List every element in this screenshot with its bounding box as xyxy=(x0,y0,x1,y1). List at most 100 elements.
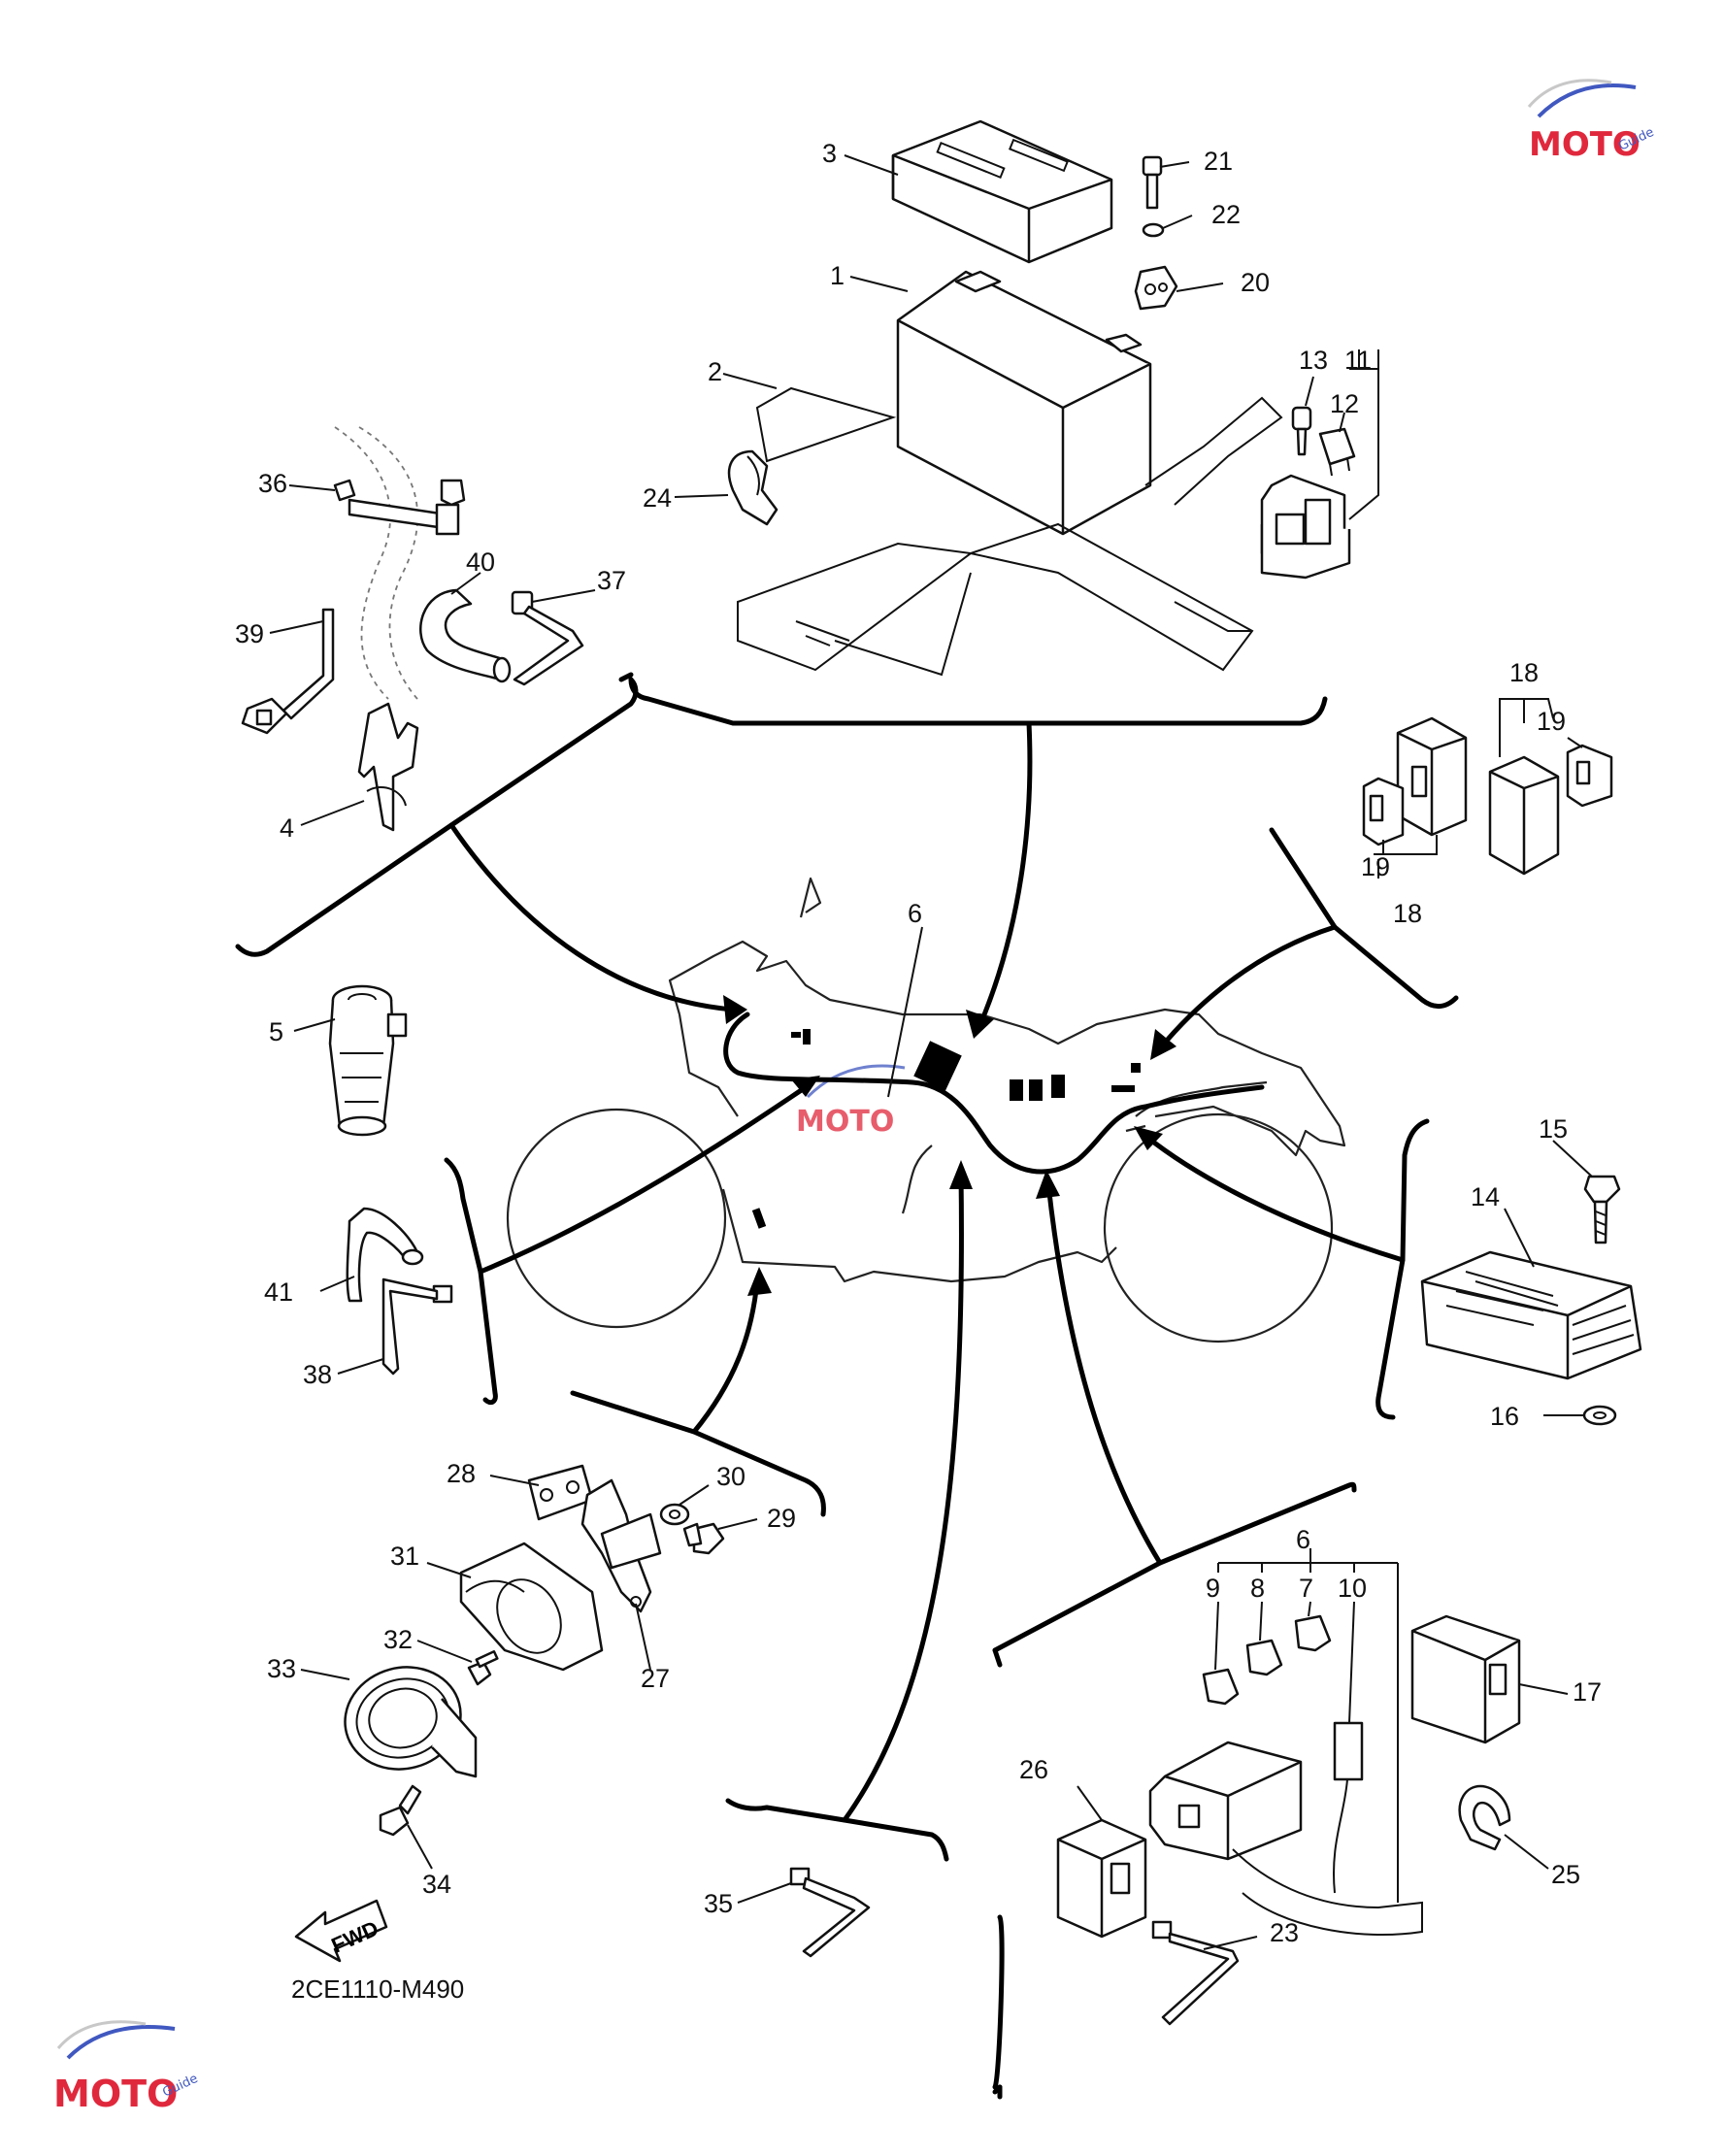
fwd-arrow: FWD xyxy=(294,1899,388,1963)
label-25: 25 xyxy=(1551,1860,1580,1889)
label-5: 5 xyxy=(269,1017,283,1046)
svg-text:MOTO: MOTO xyxy=(796,1105,894,1139)
washer-22 xyxy=(1142,222,1165,238)
cable-tie-23 xyxy=(1151,1920,1240,2026)
watermark-logo-center: MOTO xyxy=(796,1064,906,1139)
main-wire-harness xyxy=(723,1012,1265,1229)
label-20: 20 xyxy=(1241,268,1270,297)
label-19-top: 19 xyxy=(1537,707,1566,736)
label-15: 15 xyxy=(1539,1114,1568,1144)
label-11: 11 xyxy=(1344,346,1372,375)
label-1: 1 xyxy=(830,261,845,290)
label-21: 21 xyxy=(1204,147,1233,176)
rectifier-regulator-14 xyxy=(1420,1250,1642,1380)
label-8: 8 xyxy=(1250,1574,1265,1603)
label-37: 37 xyxy=(597,566,626,595)
label-12: 12 xyxy=(1330,389,1359,418)
bolt-15 xyxy=(1583,1175,1621,1244)
bolt-34 xyxy=(379,1784,422,1837)
battery-box-2 xyxy=(737,386,1283,677)
label-13: 13 xyxy=(1299,346,1328,375)
label-6-center: 6 xyxy=(908,899,922,928)
label-28: 28 xyxy=(447,1459,476,1488)
label-24: 24 xyxy=(643,483,672,513)
group-brackets xyxy=(235,672,1459,2100)
cable-band-36 xyxy=(333,479,466,536)
part-labels: 1 2 3 24 21 22 20 13 11 12 36 39 40 37 4… xyxy=(235,139,1602,2004)
fuse-12 xyxy=(1318,427,1356,477)
label-6-group: 6 xyxy=(1296,1525,1310,1554)
harness-39 xyxy=(241,608,335,735)
relay-socket-19-right xyxy=(1566,744,1613,808)
hose-40 xyxy=(419,588,512,683)
label-9: 9 xyxy=(1206,1574,1220,1603)
relay-26 xyxy=(1056,1818,1147,1939)
battery-cover-3 xyxy=(891,119,1113,264)
watermark-logo-bottom: MOTO Guide xyxy=(53,2020,200,2115)
label-7: 7 xyxy=(1299,1574,1313,1603)
label-30: 30 xyxy=(716,1462,746,1491)
terminal-clip-20 xyxy=(1134,265,1178,311)
label-2: 2 xyxy=(708,357,722,386)
label-14: 14 xyxy=(1471,1182,1500,1211)
callout-arrows xyxy=(448,720,1406,1823)
clamp-4 xyxy=(357,702,419,832)
washer-16 xyxy=(1582,1405,1617,1426)
hose-41 xyxy=(346,1207,424,1303)
fuse-9 xyxy=(1202,1668,1240,1706)
screw-32 xyxy=(467,1649,499,1686)
frame-hint-upper-left xyxy=(334,426,419,700)
bolt-29 xyxy=(682,1522,725,1555)
diagram-code: 2CE1110-M490 xyxy=(291,1974,464,2004)
label-23: 23 xyxy=(1270,1918,1299,1947)
horn-33 xyxy=(344,1666,478,1778)
label-39: 39 xyxy=(235,619,264,648)
svg-text:MOTO: MOTO xyxy=(53,2073,178,2115)
label-27: 27 xyxy=(641,1664,670,1693)
label-17: 17 xyxy=(1573,1677,1602,1707)
flasher-relay-17 xyxy=(1410,1614,1521,1744)
label-38: 38 xyxy=(303,1360,332,1389)
fuse-box-6 xyxy=(1148,1741,1423,1937)
bolt-13 xyxy=(1291,406,1312,456)
label-4: 4 xyxy=(280,813,294,843)
leader-lines xyxy=(269,154,1593,1950)
label-36: 36 xyxy=(258,469,287,498)
cable-tie-35 xyxy=(789,1867,871,1958)
label-18-bottom: 18 xyxy=(1393,899,1422,928)
label-33: 33 xyxy=(267,1654,296,1683)
motorcycle-outline xyxy=(506,877,1346,1343)
label-32: 32 xyxy=(383,1625,413,1654)
label-22: 22 xyxy=(1211,200,1241,229)
cable-tie-38 xyxy=(381,1277,453,1376)
label-19-bottom: 19 xyxy=(1361,852,1390,881)
fuse-8 xyxy=(1245,1639,1283,1676)
relay-18-right xyxy=(1488,755,1560,876)
battery-1 xyxy=(896,270,1152,536)
battery-band-24 xyxy=(727,449,779,526)
starter-relay-11 xyxy=(1260,474,1351,580)
label-16: 16 xyxy=(1490,1402,1519,1431)
label-41: 41 xyxy=(264,1277,293,1307)
washer-30 xyxy=(659,1503,690,1526)
watermark-logo-top: MOTO Guide xyxy=(1527,79,1656,164)
label-18-top: 18 xyxy=(1509,658,1539,687)
label-29: 29 xyxy=(767,1504,796,1533)
clamp-25 xyxy=(1458,1784,1511,1851)
bolt-21 xyxy=(1142,155,1163,210)
fuse-7 xyxy=(1294,1614,1332,1652)
label-35: 35 xyxy=(704,1889,733,1918)
relay-18-left xyxy=(1396,716,1468,837)
label-3: 3 xyxy=(822,139,837,168)
label-40: 40 xyxy=(466,547,495,577)
label-26: 26 xyxy=(1019,1755,1048,1784)
label-34: 34 xyxy=(422,1870,451,1899)
horn-cover-31 xyxy=(459,1542,604,1672)
cable-tie-37 xyxy=(511,590,584,686)
svg-text:MOTO: MOTO xyxy=(1529,125,1640,164)
fuse-10 xyxy=(1333,1721,1364,1894)
diode-or-coupler-5 xyxy=(328,984,408,1137)
horn-stay-28 xyxy=(527,1464,594,1521)
label-31: 31 xyxy=(390,1542,419,1571)
